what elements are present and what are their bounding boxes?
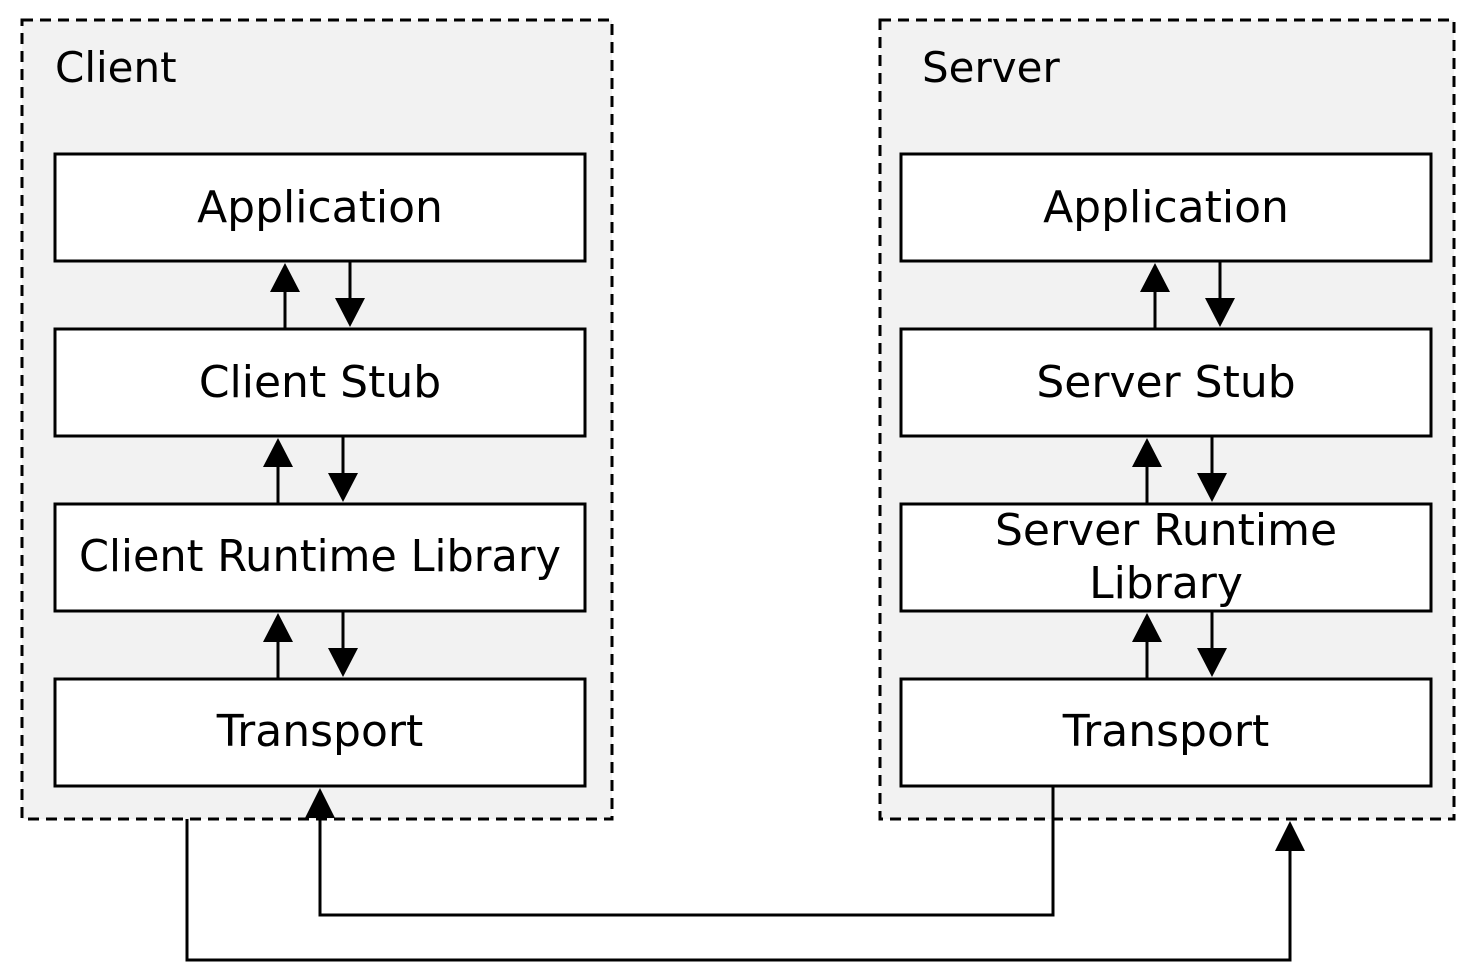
server-stub-label: Server Stub (1036, 357, 1295, 408)
network-arrowheads (305, 788, 1305, 851)
server-runtime-library-box: Server Runtime Library (899, 502, 1433, 613)
network-connectors (185, 786, 1292, 962)
client-application-label: Application (197, 182, 443, 233)
server-transport-box: Transport (899, 677, 1433, 788)
server-application-label: Application (1043, 182, 1289, 233)
server-arrows (1132, 261, 1235, 679)
client-transport-inbound-arrowhead (305, 788, 335, 818)
server-container-inbound-arrowhead (1275, 821, 1305, 851)
server-stub-box: Server Stub (899, 327, 1433, 438)
client-stub-box: Client Stub (53, 327, 587, 438)
client-transport-label: Transport (216, 706, 423, 757)
client-title: Client (55, 43, 177, 92)
client-arrows (263, 261, 365, 679)
client-to-server-network-line (185, 819, 1292, 962)
server-application-box: Application (899, 152, 1433, 263)
client-application-box: Application (53, 152, 587, 263)
server-transport-label: Transport (1062, 706, 1269, 757)
client-stub-label: Client Stub (199, 357, 441, 408)
server-to-client-network-line (318, 786, 1055, 917)
client-transport-box: Transport (53, 677, 587, 788)
client-runtime-library-label: Client Runtime Library (79, 531, 561, 582)
server-runtime-library-label-line1: Server Runtime (995, 505, 1337, 556)
server-runtime-library-label-line2: Library (1089, 558, 1243, 609)
server-title: Server (922, 43, 1060, 92)
client-runtime-library-box: Client Runtime Library (53, 502, 587, 613)
